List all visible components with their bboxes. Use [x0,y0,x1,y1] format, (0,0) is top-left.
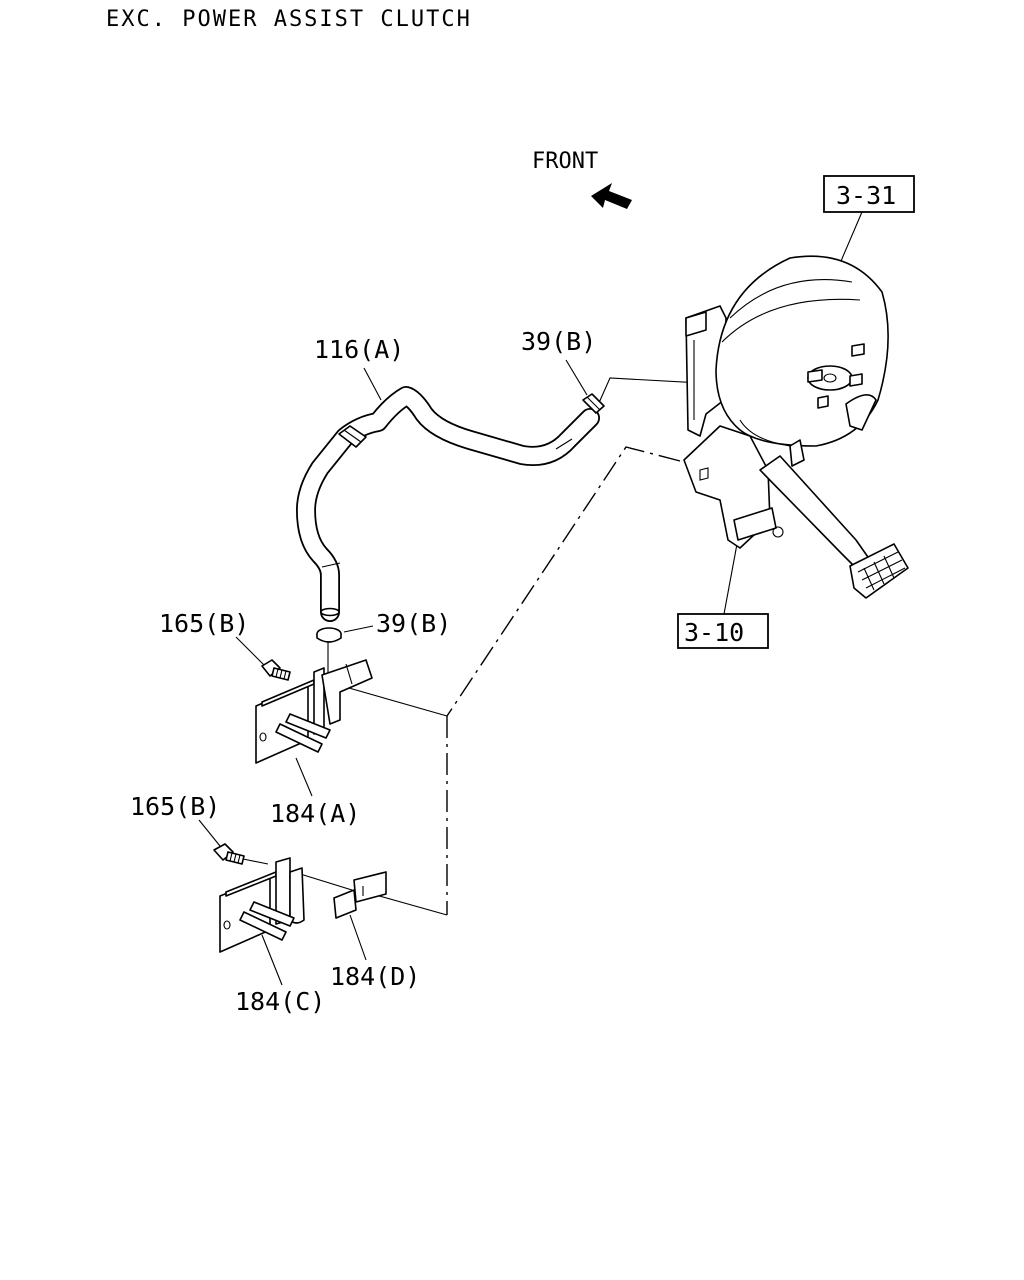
ref-3-10-label: 3-10 [684,618,744,647]
bolt-165b-upper[interactable] [261,659,291,681]
callout-clip-39b-mid: 39(B) [376,609,451,638]
front-label: FRONT [532,149,598,174]
callout-hose-116a: 116(A) [314,335,404,364]
ref-box-3-10[interactable]: 3-10 [677,613,769,649]
ref-box-3-31[interactable]: 3-31 [823,175,915,213]
callout-bracket-184a: 184(A) [270,799,360,828]
bolt-165b-lower[interactable] [213,843,245,865]
callout-bracket-184c: 184(C) [235,987,325,1016]
booster-assembly[interactable] [683,255,909,599]
front-arrow-icon [591,183,632,209]
bracket-184c[interactable] [219,857,305,953]
callout-bolt-165b-lower: 165(B) [130,792,220,821]
callout-bolt-165b-upper: 165(B) [159,609,249,638]
bracket-184d[interactable] [333,871,387,919]
callout-clip-39b-top: 39(B) [521,327,596,356]
diagram-title: EXC. POWER ASSIST CLUTCH [106,7,472,32]
clip-39b-mid[interactable] [316,627,342,643]
clip-39b-top[interactable] [582,393,605,414]
ref-3-31-label: 3-31 [836,181,896,210]
routing-lines [446,446,681,915]
hose-116a[interactable] [296,386,600,622]
callout-bracket-184d: 184(D) [330,962,420,991]
bracket-184a[interactable] [255,659,373,764]
